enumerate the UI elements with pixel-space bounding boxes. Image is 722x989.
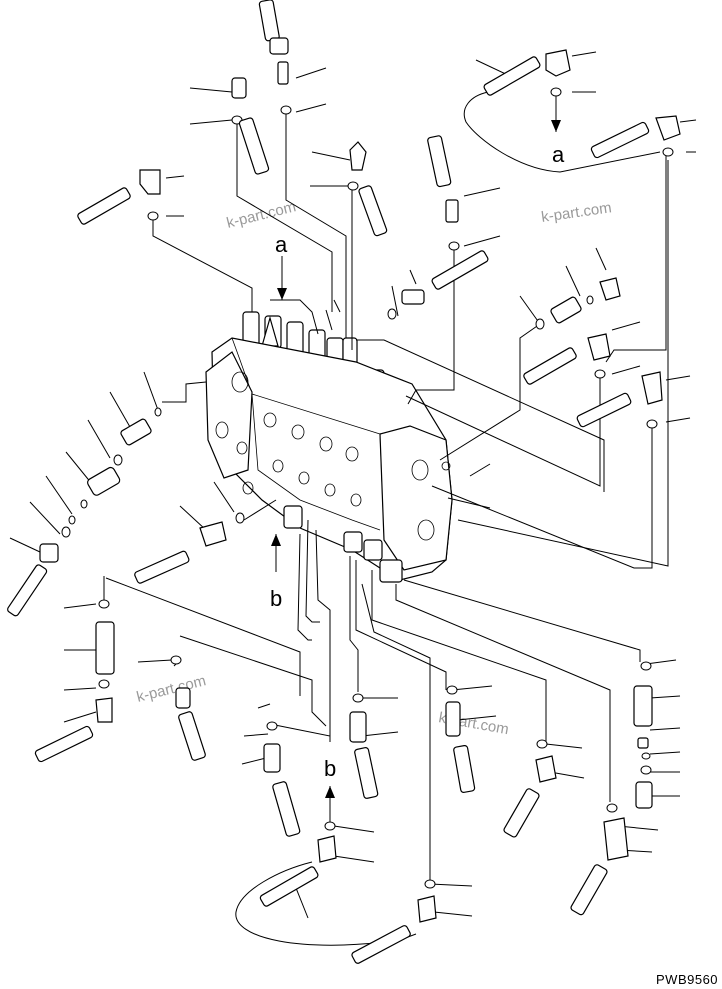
o-rings xyxy=(61,87,674,889)
arrow-b-bottom xyxy=(325,786,335,798)
watermark-2: k-part.com xyxy=(540,199,613,226)
arrow-a-right xyxy=(551,120,561,132)
valve-port-bosses xyxy=(236,412,362,507)
main-control-valve xyxy=(205,311,453,583)
watermark-1: k-part.com xyxy=(225,198,298,232)
view-arrows xyxy=(271,120,561,798)
leader-lines xyxy=(9,51,697,946)
arrow-b-left xyxy=(271,534,281,546)
valve-bottom-ports xyxy=(283,505,403,583)
watermark-3: k-part.com xyxy=(135,672,208,706)
valve-end-plate-right xyxy=(379,425,453,571)
fittings-and-hoses xyxy=(7,0,681,964)
view-label-a-top: a xyxy=(275,232,288,257)
view-label-a-right: a xyxy=(552,142,565,167)
view-label-b-left: b xyxy=(270,586,282,611)
arrow-a-top xyxy=(277,288,287,300)
view-label-b-bottom: b xyxy=(324,756,336,781)
drawing-code: PWB9560 xyxy=(656,972,718,987)
valve-end-plate-left xyxy=(205,351,253,479)
